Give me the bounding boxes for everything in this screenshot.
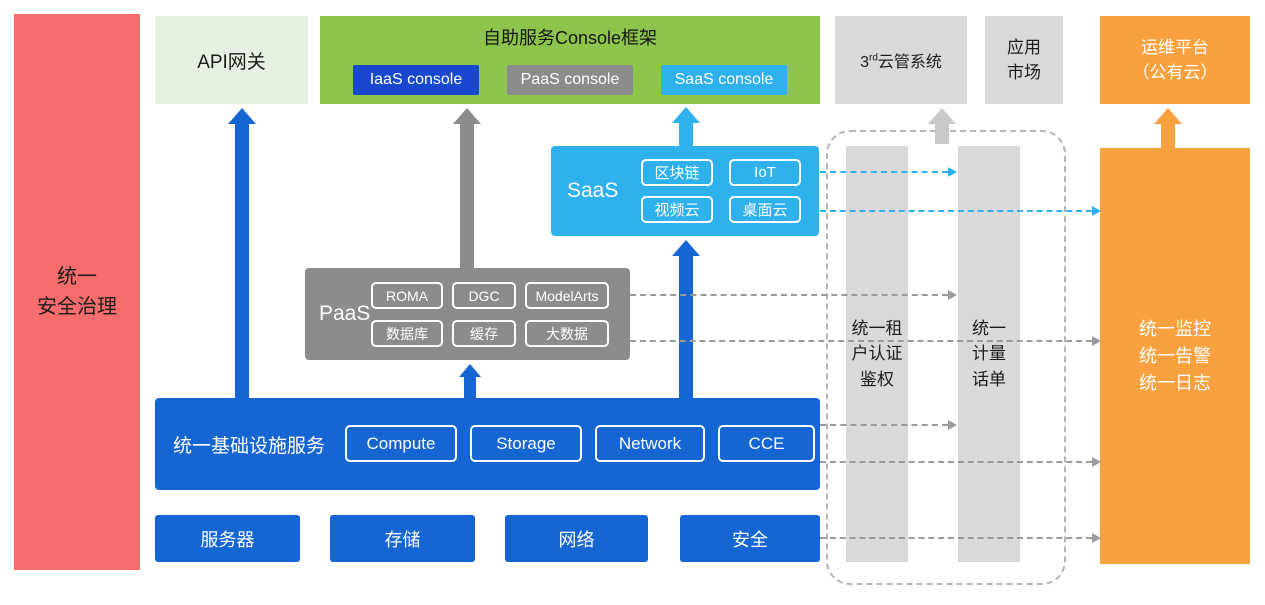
dashed-saas-to-auth [820, 171, 948, 173]
hardware-server-box: 服务器 [155, 515, 300, 562]
paas-item-roma: ROMA [371, 282, 443, 309]
arrow-iaas-to-paas [464, 376, 476, 398]
security-governance-bar: 统一 安全治理 [14, 14, 140, 570]
arrow-head-paas-to-console [453, 108, 481, 124]
arrow-shared-to-third-party [935, 122, 949, 144]
dashed-paas-to-monitor [630, 340, 1092, 342]
saas-item-iot: IoT [729, 159, 801, 186]
iaas-console-button: IaaS console [353, 65, 479, 95]
monitoring-alerting-logging-bar: 统一监控 统一告警 统一日志 [1100, 148, 1250, 564]
saas-item-desktop-cloud: 桌面云 [729, 196, 801, 223]
dashed-head-saas-to-monitor [1092, 206, 1101, 216]
paas-item-cache: 缓存 [452, 320, 516, 347]
arrow-saas-to-console [679, 121, 693, 146]
iaas-item-cce: CCE [718, 425, 815, 462]
arrow-iaas-to-api-gateway [235, 122, 249, 398]
third-party-cloud-box: 3rd云管系统 [835, 16, 967, 104]
arrow-head-iaas-to-saas [672, 240, 700, 256]
dashed-saas-to-monitor [820, 210, 1092, 212]
paas-item-database: 数据库 [371, 320, 443, 347]
tenant-auth-bar: 统一租 户认证 鉴权 [846, 146, 908, 562]
console-framework-title: 自助服务Console框架 [482, 28, 658, 48]
iaas-items-row: Compute Storage Network CCE [345, 425, 815, 462]
dashed-head-paas-to-auth [948, 290, 957, 300]
hardware-network-box: 网络 [505, 515, 648, 562]
hardware-storage-box: 存储 [330, 515, 475, 562]
dashed-head-paas-to-monitor [1092, 336, 1101, 346]
console-framework-box: 自助服务Console框架 IaaS console PaaS console … [320, 16, 820, 104]
dashed-head-saas-to-auth [948, 167, 957, 177]
arrow-head-monitor-to-ops-platform [1154, 108, 1182, 124]
dashed-head-iaas-to-monitor [1092, 457, 1101, 467]
metering-billing-bar: 统一 计量 话单 [958, 146, 1020, 562]
saas-panel: SaaS 区块链 IoT 视频云 桌面云 [551, 146, 819, 236]
paas-console-button: PaaS console [507, 65, 633, 95]
app-market-box: 应用 市场 [985, 16, 1063, 104]
dashed-head-iaas-to-auth [948, 420, 957, 430]
iaas-panel-label: 统一基础设施服务 [173, 435, 326, 457]
third-party-base: 3 [860, 54, 869, 71]
saas-console-button: SaaS console [661, 65, 787, 95]
dashed-iaas-to-auth [820, 424, 948, 426]
saas-item-blockchain: 区块链 [641, 159, 713, 186]
paas-item-dgc: DGC [452, 282, 516, 309]
paas-panel-label: PaaS [319, 302, 371, 325]
third-party-sup: rd [868, 52, 878, 64]
dashed-paas-to-auth [630, 294, 948, 296]
console-buttons-row: IaaS console PaaS console SaaS console [320, 65, 820, 95]
arrow-head-shared-to-third-party [928, 108, 956, 124]
saas-item-video-cloud: 视频云 [641, 196, 713, 223]
arrow-head-iaas-to-api-gateway [228, 108, 256, 124]
saas-panel-label: SaaS [567, 179, 619, 202]
saas-items-grid: 区块链 IoT 视频云 桌面云 [641, 159, 801, 223]
third-party-cloud-label: 3rd云管系统 [860, 48, 942, 72]
iaas-item-network: Network [595, 425, 705, 462]
arrow-paas-to-console [460, 122, 474, 268]
arrow-iaas-to-saas [679, 254, 693, 398]
ops-platform-box: 运维平台 （公有云） [1100, 16, 1250, 104]
iaas-item-storage: Storage [470, 425, 582, 462]
paas-items-grid: ROMA DGC ModelArts 数据库 缓存 大数据 [371, 282, 609, 347]
paas-item-bigdata: 大数据 [525, 320, 609, 347]
iaas-item-compute: Compute [345, 425, 457, 462]
third-party-rest: 云管系统 [877, 54, 942, 71]
arrow-monitor-to-ops-platform [1161, 122, 1175, 149]
paas-panel: PaaS ROMA DGC ModelArts 数据库 缓存 大数据 [305, 268, 630, 360]
dashed-hardware-to-monitor [820, 537, 1092, 539]
hardware-security-box: 安全 [680, 515, 820, 562]
api-gateway-box: API网关 [155, 16, 308, 104]
iaas-panel: 统一基础设施服务 Compute Storage Network CCE [155, 398, 820, 490]
paas-item-modelarts: ModelArts [525, 282, 609, 309]
dashed-iaas-to-monitor [820, 461, 1092, 463]
arrow-head-saas-to-console [672, 107, 700, 123]
arrow-head-iaas-to-paas [459, 364, 481, 377]
dashed-head-hardware-to-monitor [1092, 533, 1101, 543]
